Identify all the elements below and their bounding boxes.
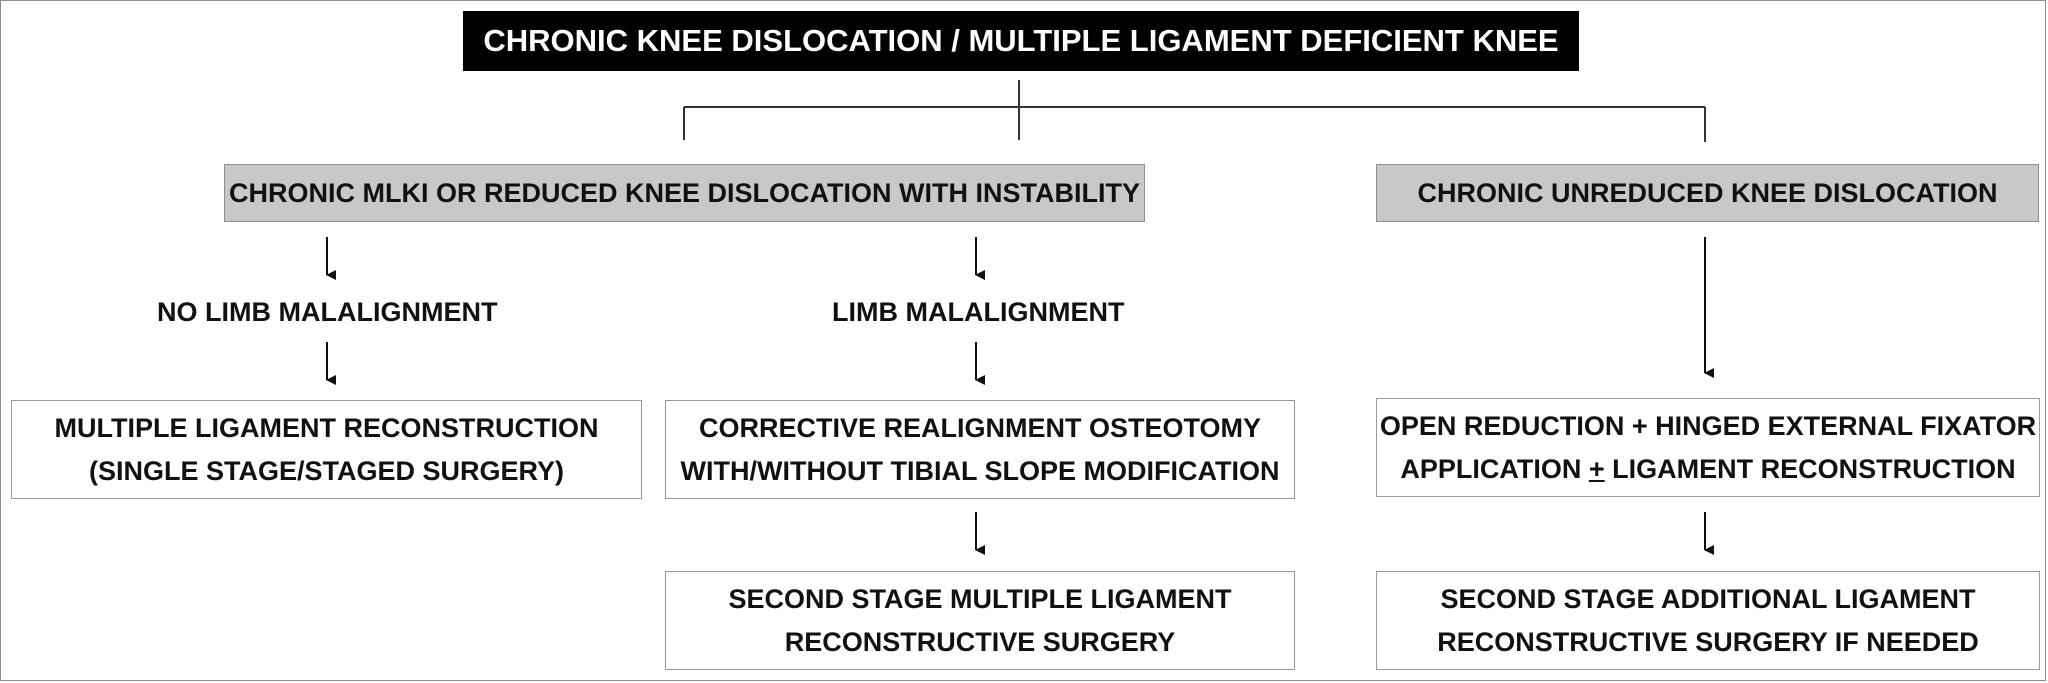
open-reduction-box: OPEN REDUCTION + HINGED EXTERNAL FIXATOR…: [1376, 398, 2040, 497]
open-reduction-line-2-pre: APPLICATION: [1400, 453, 1589, 484]
right-branch-header-text: CHRONIC UNREDUCED KNEE DISLOCATION: [1417, 177, 1998, 208]
plus-minus-symbol: +: [1588, 453, 1605, 484]
second-stage-right-line-2: RECONSTRUCTIVE SURGERY IF NEEDED: [1437, 626, 1979, 657]
second-stage-right-box: SECOND STAGE ADDITIONAL LIGAMENT RECONST…: [1376, 571, 2040, 670]
ligament-reconstruction-line-1: MULTIPLE LIGAMENT RECONSTRUCTION: [54, 412, 599, 443]
right-branch-header: CHRONIC UNREDUCED KNEE DISLOCATION: [1376, 164, 2039, 222]
ligament-reconstruction-line-2: (SINGLE STAGE/STAGED SURGERY): [88, 455, 565, 486]
malalignment-label: LIMB MALALIGNMENT: [832, 297, 1125, 327]
osteotomy-box: CORRECTIVE REALIGNMENT OSTEOTOMY WITH/WI…: [665, 400, 1295, 499]
ligament-reconstruction-box: MULTIPLE LIGAMENT RECONSTRUCTION (SINGLE…: [11, 400, 642, 499]
no-malalignment-label: NO LIMB MALALIGNMENT: [157, 297, 498, 327]
left-branch-header: CHRONIC MLKI OR REDUCED KNEE DISLOCATION…: [224, 164, 1145, 222]
second-stage-left-line-2: RECONSTRUCTIVE SURGERY: [784, 626, 1176, 657]
title-box: CHRONIC KNEE DISLOCATION / MULTIPLE LIGA…: [463, 11, 1579, 71]
second-stage-left-box: SECOND STAGE MULTIPLE LIGAMENT RECONSTRU…: [665, 571, 1295, 670]
open-reduction-line-1: OPEN REDUCTION + HINGED EXTERNAL FIXATOR: [1379, 410, 2037, 441]
open-reduction-line-2-post: LIGAMENT RECONSTRUCTION: [1604, 453, 2016, 484]
second-stage-left-line-1: SECOND STAGE MULTIPLE LIGAMENT: [728, 583, 1232, 614]
second-stage-right-line-1: SECOND STAGE ADDITIONAL LIGAMENT: [1440, 583, 1976, 614]
left-branch-header-text: CHRONIC MLKI OR REDUCED KNEE DISLOCATION…: [229, 177, 1140, 208]
osteotomy-line-1: CORRECTIVE REALIGNMENT OSTEOTOMY: [698, 412, 1262, 443]
title-text: CHRONIC KNEE DISLOCATION / MULTIPLE LIGA…: [483, 23, 1559, 58]
osteotomy-line-2: WITH/WITHOUT TIBIAL SLOPE MODIFICATION: [680, 455, 1280, 486]
open-reduction-line-2: APPLICATION + LIGAMENT RECONSTRUCTION: [1400, 448, 2015, 491]
